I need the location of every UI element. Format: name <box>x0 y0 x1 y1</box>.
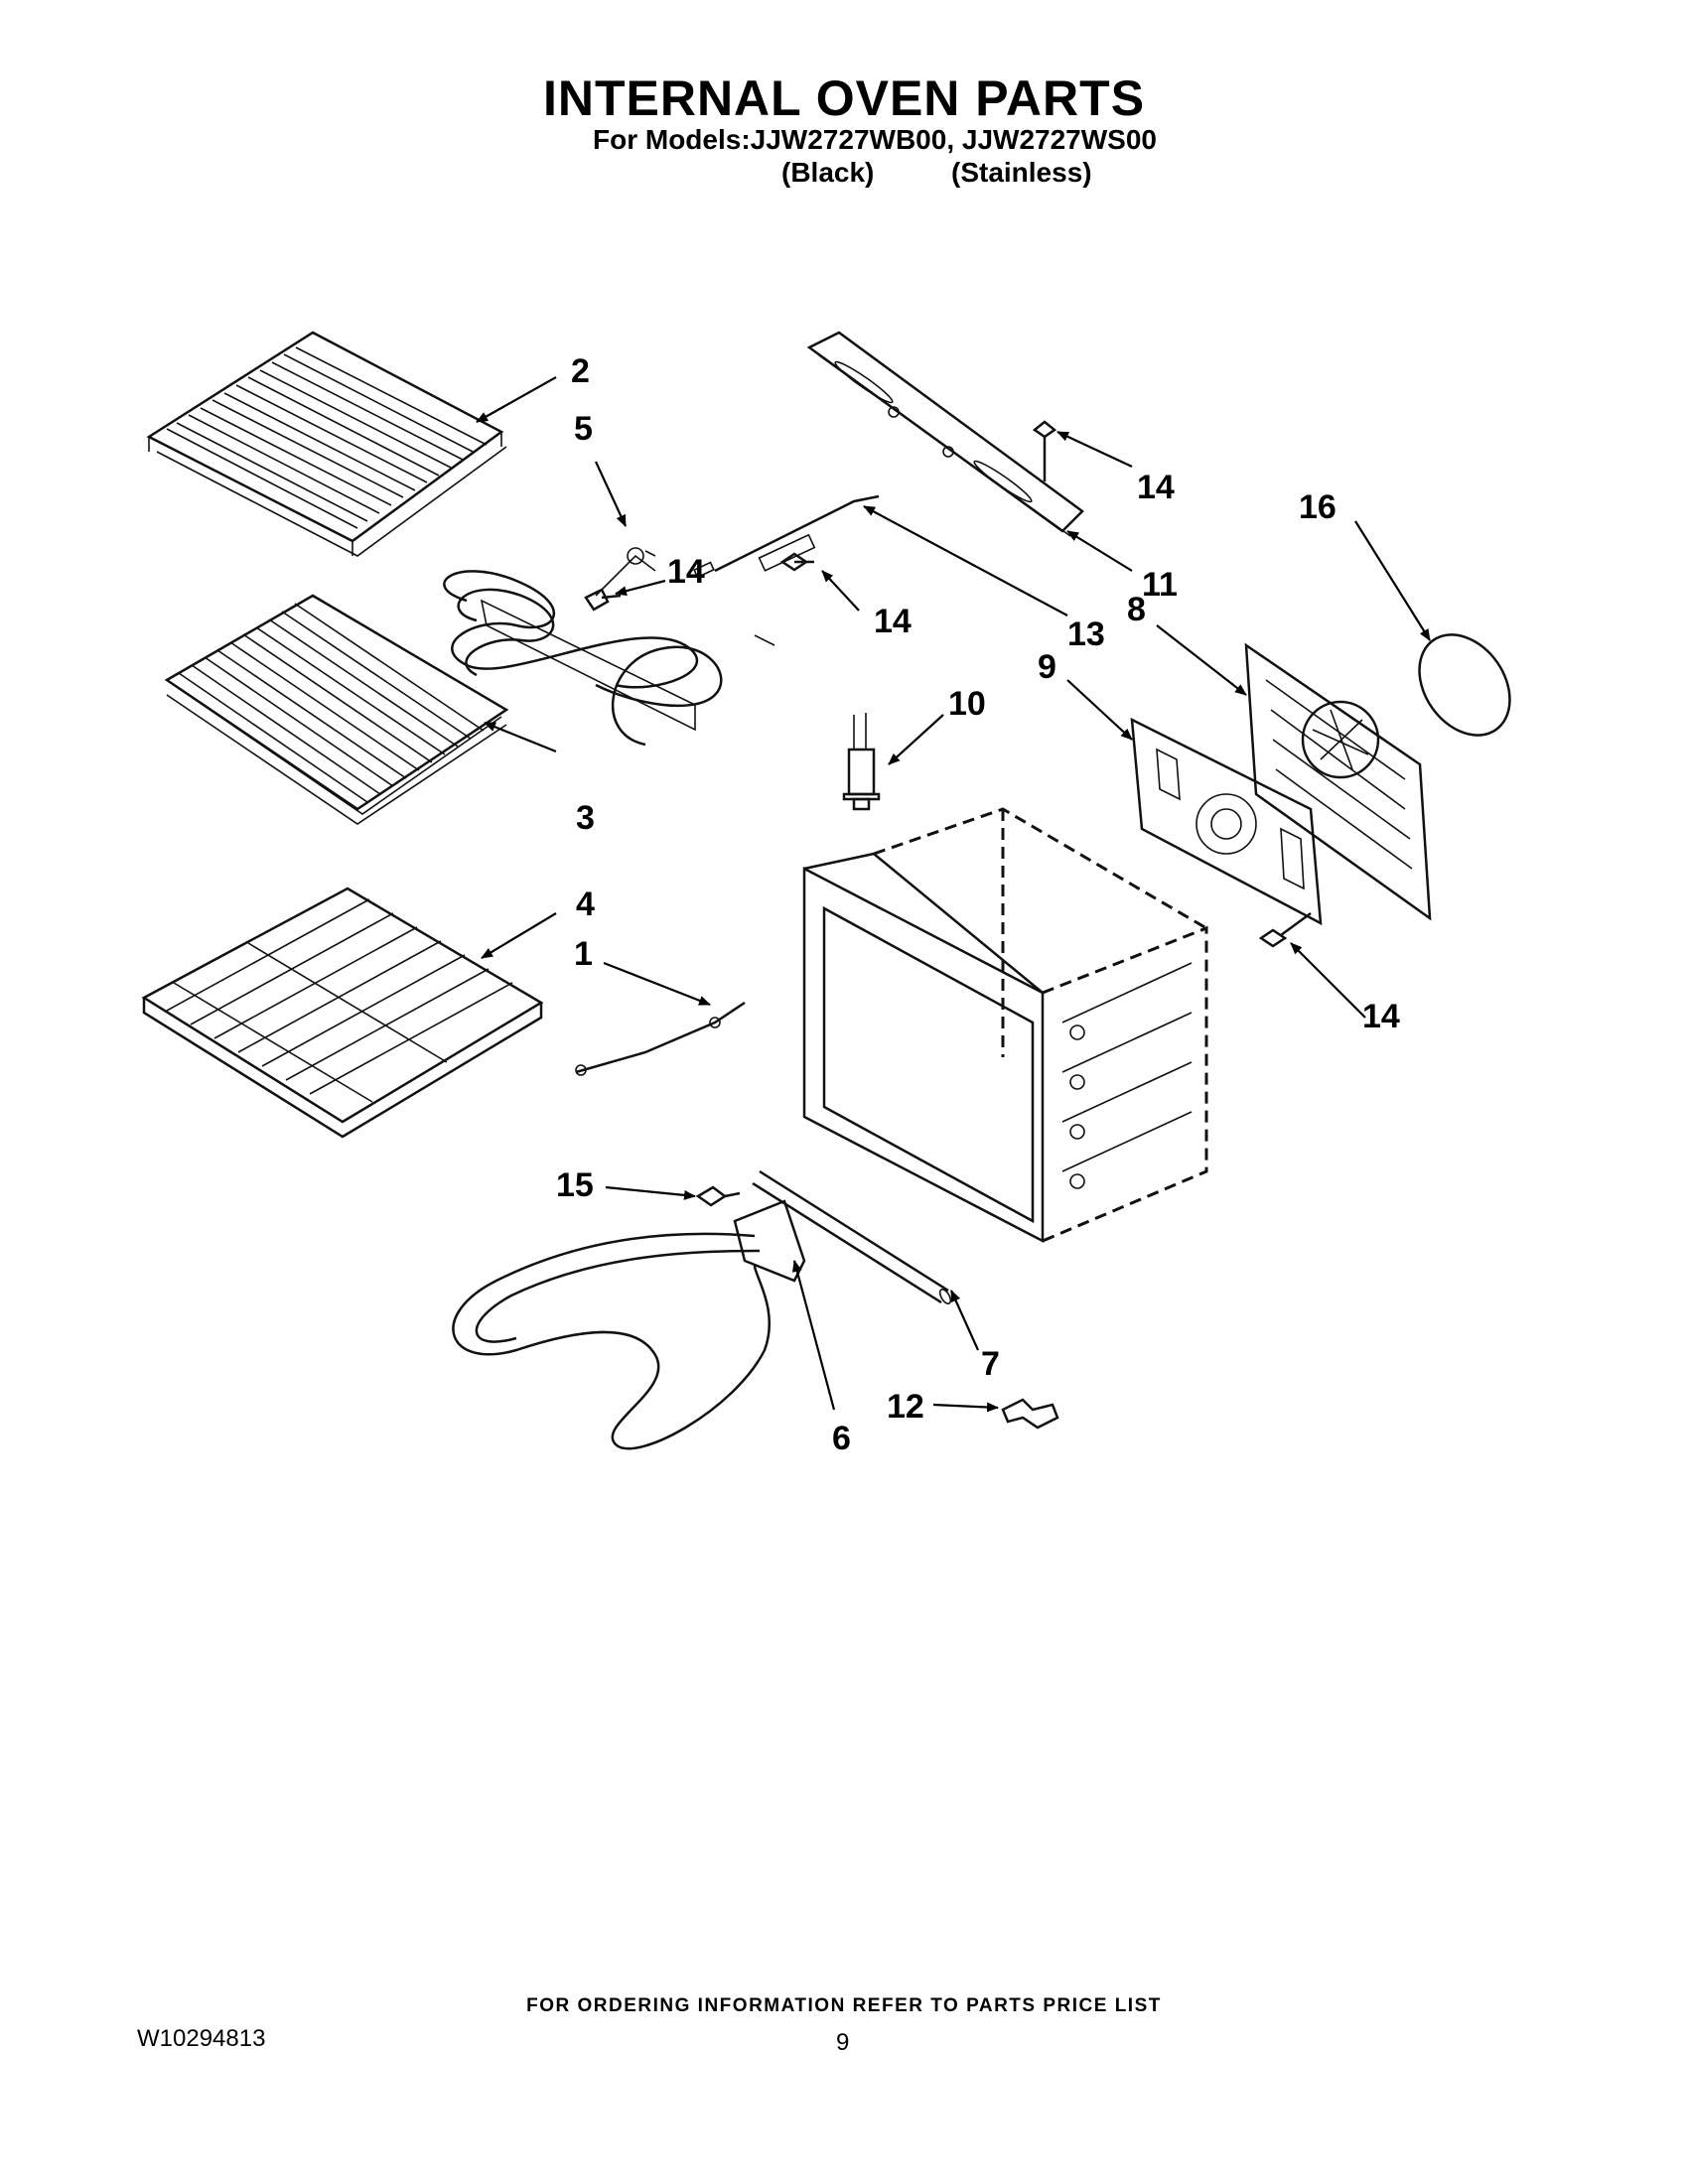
callout-16: 16 <box>1299 488 1336 526</box>
screw-fan <box>1258 911 1312 948</box>
callout-12: 12 <box>887 1388 924 1426</box>
leader-lines <box>476 376 1431 1413</box>
oven-cavity <box>802 807 1208 1244</box>
oven-rack-upper <box>146 331 507 557</box>
page-title: INTERNAL OVEN PARTS <box>542 70 1146 126</box>
bracket-clip <box>1001 1398 1059 1430</box>
callout-labels: 2 5 14 14 14 11 13 16 8 9 10 3 4 1 14 15… <box>556 352 1400 1457</box>
thermal-switch <box>842 713 881 811</box>
callout-14-b: 14 <box>874 603 912 640</box>
callout-11: 11 <box>1142 566 1178 604</box>
callout-14-c: 14 <box>1137 469 1175 506</box>
screw-top <box>1032 420 1057 481</box>
callout-6: 6 <box>832 1420 851 1457</box>
screw-bake-element <box>695 1185 741 1207</box>
convection-element <box>1244 642 1432 921</box>
fan-cover-panel <box>1130 717 1323 926</box>
top-rail <box>806 331 1084 537</box>
fan-gasket <box>1418 633 1511 737</box>
variant-black: (Black) <box>781 157 875 188</box>
callout-4: 4 <box>576 886 595 923</box>
oven-rack-middle <box>164 594 509 825</box>
oven-rack-bottom <box>141 887 544 1139</box>
callout-15: 15 <box>556 1166 594 1204</box>
heating-element-upper <box>443 547 775 747</box>
callout-5: 5 <box>574 410 593 448</box>
callout-14-a: 14 <box>667 553 705 591</box>
callout-7: 7 <box>981 1345 1000 1383</box>
callout-13: 13 <box>1067 615 1105 653</box>
sensor-tube <box>752 1169 952 1305</box>
wire-harness <box>693 494 880 579</box>
variant-stainless: (Stainless) <box>951 157 1092 188</box>
callout-2: 2 <box>571 352 590 390</box>
heating-element-bake <box>452 1199 806 1450</box>
temperature-sensor <box>575 1001 746 1076</box>
callout-9: 9 <box>1038 648 1056 686</box>
callout-10: 10 <box>948 685 986 723</box>
screw-element-left <box>584 588 622 612</box>
callout-3: 3 <box>576 799 595 837</box>
document-number: W10294813 <box>137 2025 266 2052</box>
screw-element-right <box>779 552 814 572</box>
callout-1: 1 <box>574 935 593 973</box>
ordering-note: FOR ORDERING INFORMATION REFER TO PARTS … <box>526 1995 1162 2016</box>
callout-8: 8 <box>1127 591 1146 628</box>
page-number: 9 <box>836 2029 850 2056</box>
models-line: For Models:JJW2727WB00, JJW2727WS00 <box>593 124 1157 155</box>
callout-14-d: 14 <box>1362 998 1400 1035</box>
